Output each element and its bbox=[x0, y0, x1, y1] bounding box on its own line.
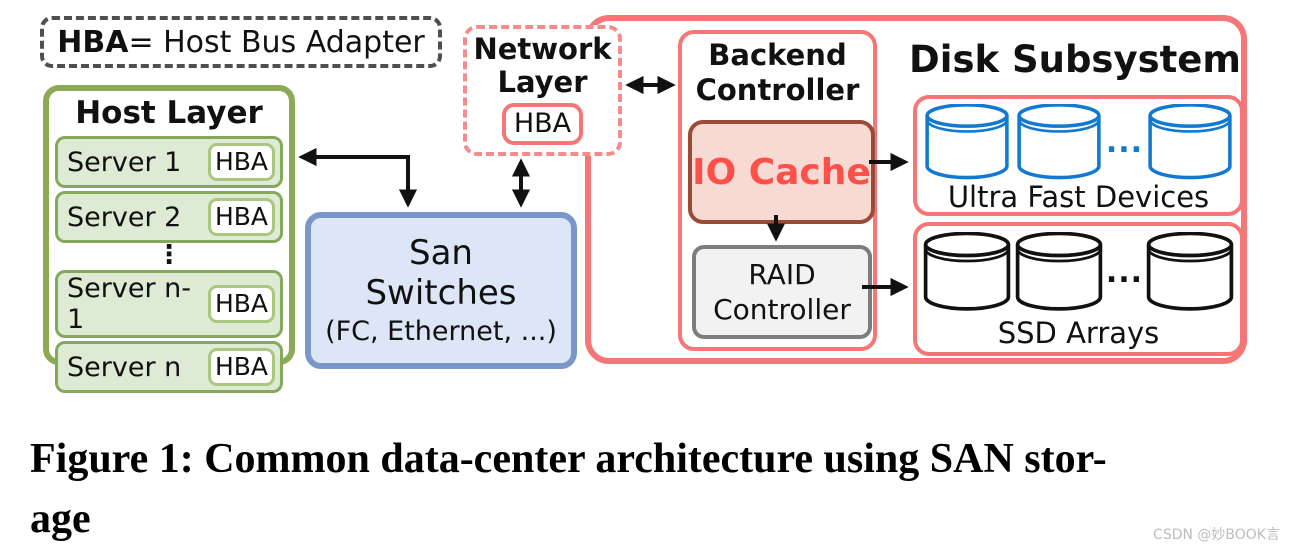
ultra-fast-disks: ... bbox=[921, 104, 1236, 182]
servers-ellipsis: ⋮ bbox=[156, 240, 182, 270]
server-row-n: Server n HBA bbox=[55, 341, 283, 393]
hba-badge: HBA bbox=[207, 348, 275, 386]
ssd-disks: ... bbox=[921, 232, 1236, 314]
san-switches-box: San Switches (FC, Ethernet, ...) bbox=[305, 212, 577, 369]
hba-badge: HBA bbox=[207, 198, 275, 236]
hba-badge: HBA bbox=[207, 285, 275, 323]
disk-subsystem-title: Disk Subsystem bbox=[909, 38, 1241, 81]
disks-ellipsis: ... bbox=[1105, 125, 1144, 160]
san-switches-label: San Switches bbox=[365, 232, 517, 314]
server-label: Server n-1 bbox=[67, 273, 191, 335]
legend-term: HBA bbox=[57, 24, 129, 60]
hba-badge: HBA bbox=[501, 102, 584, 145]
server-label: Server 2 bbox=[67, 201, 182, 233]
disk-cylinder-icon bbox=[1146, 232, 1234, 311]
server-row-2: Server 2 HBA bbox=[55, 191, 283, 243]
host-layer-title: Host Layer bbox=[75, 95, 263, 131]
ssd-arrays-label: SSD Arrays bbox=[997, 315, 1160, 350]
storage-system-container bbox=[585, 15, 1247, 364]
figure-caption: Figure 1: Common data-center architectur… bbox=[30, 436, 1107, 542]
server-row-n-1: Server n-1 HBA bbox=[55, 270, 283, 338]
network-layer-title: Network Layer bbox=[473, 32, 612, 100]
san-switches-protocols: (FC, Ethernet, ...) bbox=[325, 316, 557, 348]
disk-cylinder-icon bbox=[925, 104, 1009, 180]
network-layer-box: Network Layer HBA bbox=[463, 25, 622, 156]
disk-cylinder-icon bbox=[1015, 232, 1103, 311]
backend-controller-title: Backend Controller bbox=[695, 38, 860, 107]
server-label: Server 1 bbox=[67, 146, 182, 178]
watermark: CSDN @妙BOOK言 bbox=[1153, 527, 1280, 543]
disk-cylinder-icon bbox=[1148, 104, 1232, 180]
host-layer-box: Host Layer Server 1 HBA Server 2 HBA ⋮ S… bbox=[43, 85, 295, 393]
arrow-host-to-san bbox=[298, 147, 418, 208]
ultra-fast-devices-box: ... Ultra Fast Devices bbox=[913, 95, 1244, 216]
backend-controller-box: Backend Controller IO Cache RAID Control… bbox=[678, 30, 877, 351]
disks-ellipsis: ... bbox=[1105, 255, 1144, 290]
disk-cylinder-icon bbox=[1017, 104, 1101, 180]
server-row-1: Server 1 HBA bbox=[55, 136, 283, 188]
ultra-fast-devices-label: Ultra Fast Devices bbox=[947, 180, 1210, 214]
hba-badge: HBA bbox=[207, 143, 275, 181]
disk-cylinder-icon bbox=[923, 232, 1011, 311]
server-label: Server n bbox=[67, 351, 182, 383]
ssd-arrays-box: ... SSD Arrays bbox=[913, 222, 1244, 356]
hba-legend: HBA = Host Bus Adapter bbox=[40, 16, 442, 68]
legend-definition: = Host Bus Adapter bbox=[128, 24, 425, 60]
io-cache-box: IO Cache bbox=[688, 120, 875, 224]
raid-controller-box: RAID Controller bbox=[692, 245, 872, 339]
